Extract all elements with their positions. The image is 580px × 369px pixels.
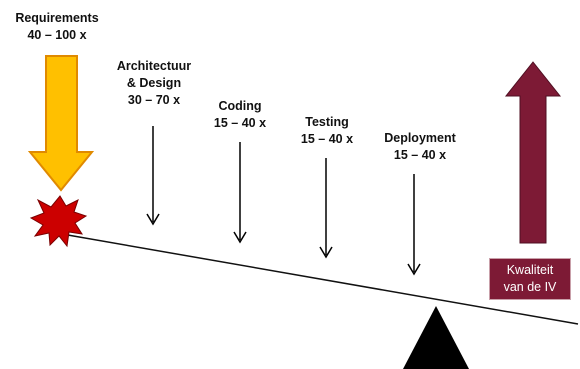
testing-label: Testing 15 – 40 x [282,114,372,148]
quality-line1: Kwaliteit [506,263,554,277]
deployment-name: Deployment [384,131,456,145]
requirements-label: Requirements 40 – 100 x [2,10,112,44]
testing-arrow [319,158,333,259]
deployment-factor: 15 – 40 x [393,148,447,162]
deployment-label: Deployment 15 – 40 x [370,130,470,164]
architectuur-arrow [146,126,160,226]
coding-name: Coding [218,99,262,113]
requirements-arrow [27,55,95,192]
quality-box: Kwaliteit van de IV [489,258,571,300]
deployment-arrow [407,174,421,276]
testing-factor: 15 – 40 x [300,132,354,146]
coding-factor: 15 – 40 x [213,116,267,130]
architectuur-label: Architectuur & Design 30 – 70 x [104,58,204,109]
testing-name: Testing [305,115,349,129]
fulcrum-triangle [403,306,469,369]
quality-line2: van de IV [503,280,557,294]
architectuur-name: Architectuur [116,59,192,73]
design-name: & Design [126,76,182,90]
balance-beam [61,233,579,325]
coding-label: Coding 15 – 40 x [195,98,285,132]
architectuur-factor: 30 – 70 x [127,93,181,107]
quality-arrow [504,61,562,244]
coding-arrow [233,142,247,244]
requirements-factor: 40 – 100 x [27,28,87,42]
impact-burst-icon [29,195,88,248]
requirements-name: Requirements [15,11,99,25]
